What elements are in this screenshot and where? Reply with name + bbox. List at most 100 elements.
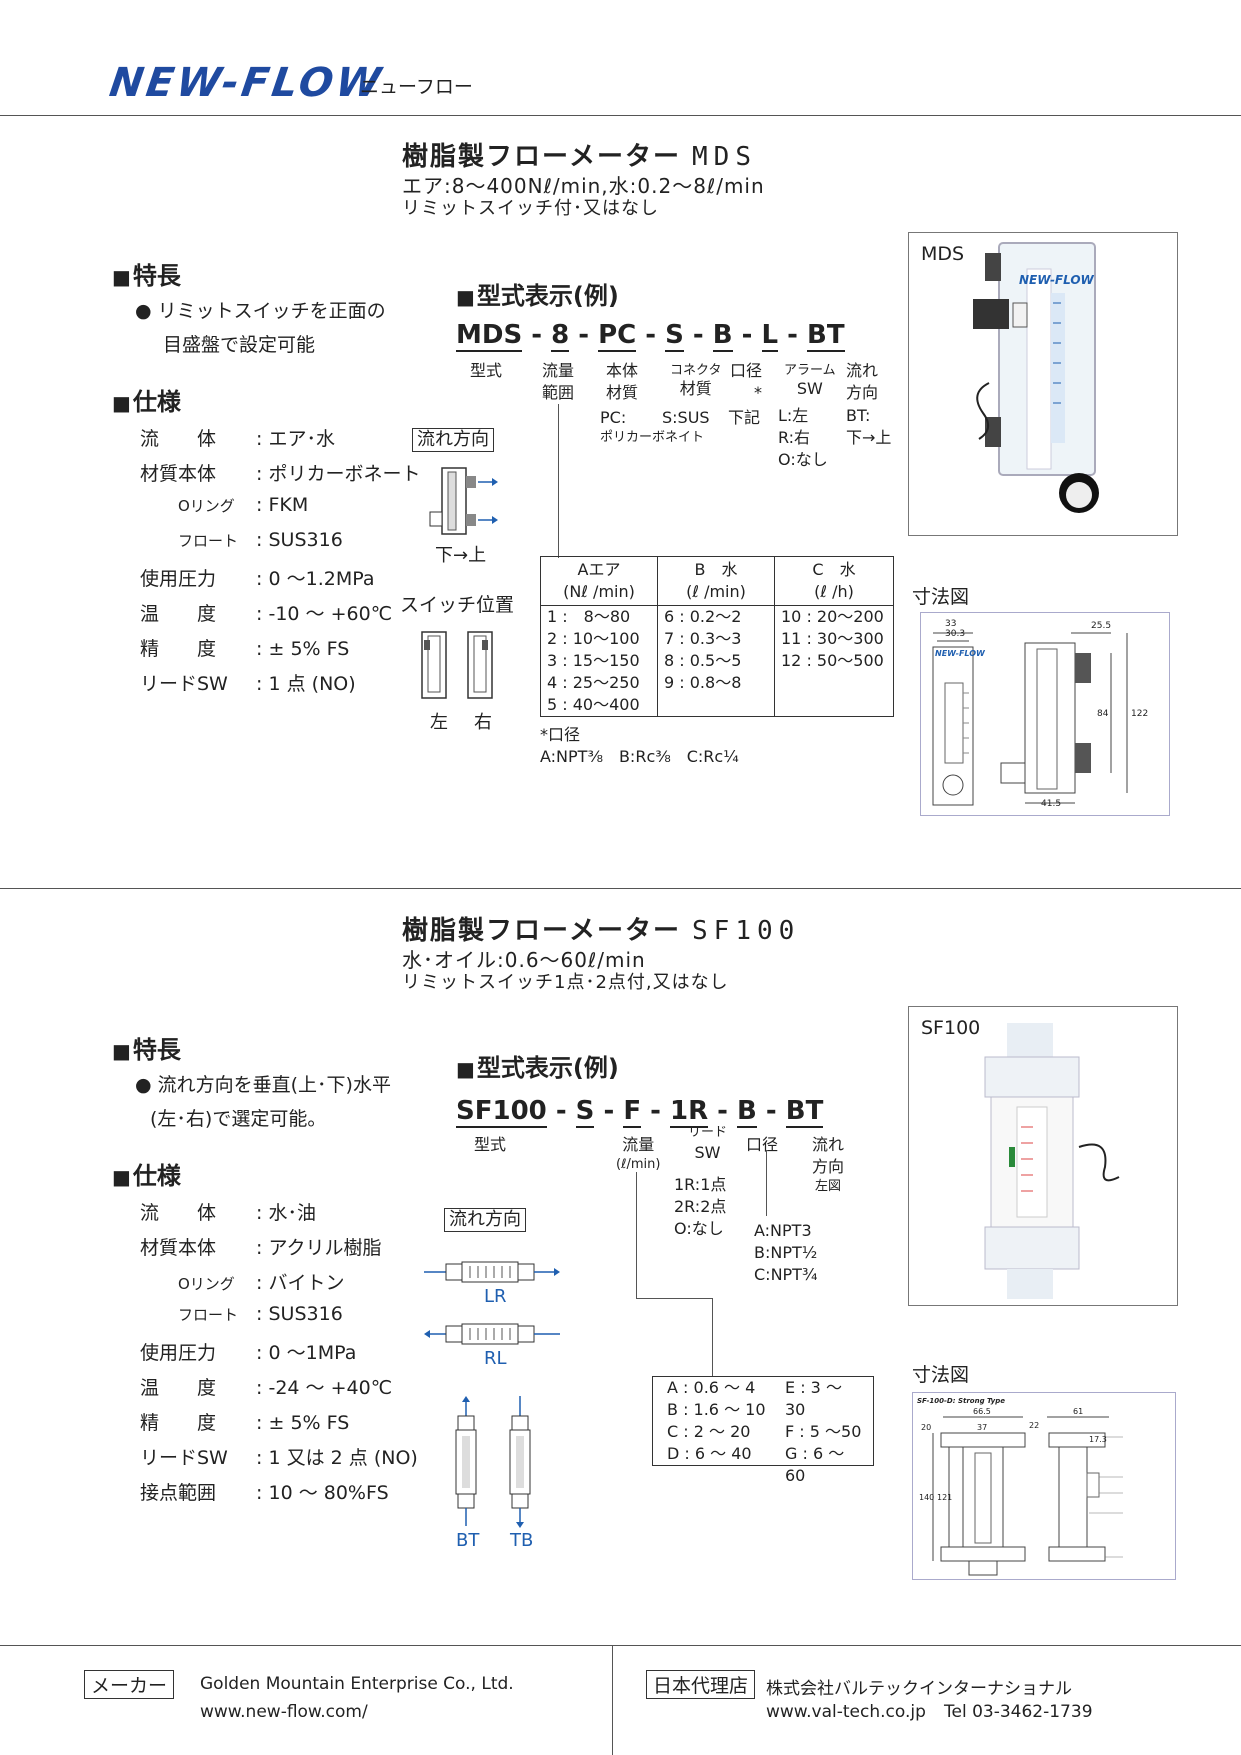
mds-range-table: Aエア(Nℓ /min) B 水(ℓ /min) C 水(ℓ /h) 1 : 8… [540, 556, 894, 717]
spec-row: 接点範囲 : 10 ～ 80%FS [140, 1478, 389, 1505]
mds-dim-122: 122 [1131, 709, 1149, 719]
range-cell: 1 : 8～80 [547, 607, 631, 626]
sf100-label-flow: 流量(ℓ/min) [616, 1135, 661, 1172]
footer-separator [612, 1645, 613, 1755]
maker-name: Golden Mountain Enterprise Co., Ltd. [200, 1674, 514, 1694]
spec-row: リードSW : 1 又は 2 点 (NO) [140, 1443, 418, 1470]
mds-feature-line2: 目盛盤で設定可能 [163, 334, 316, 356]
mds-label-connector: コネクタ材質 [670, 363, 722, 398]
sf100-range: 水･オイル:0.6～60ℓ/min [402, 948, 646, 972]
spec-label: Oリング [178, 497, 235, 515]
range-cell: G : 6 ～ 60 [785, 1444, 845, 1485]
range-cell: 2 : 10～100 [547, 629, 640, 648]
mds-flow-dir-caption: 下→上 [435, 545, 487, 566]
mds-dim-41: 41.5 [1041, 799, 1062, 809]
mds-feature-line1: ● リミットスイッチを正面の [135, 300, 386, 322]
spec-value: 10 ～ 80%FS [268, 1482, 389, 1504]
agent-url[interactable]: www.val-tech.co.jp [766, 1702, 926, 1722]
range-cell: E : 3 ～ 30 [785, 1378, 842, 1419]
agent-tel: Tel 03-3462-1739 [944, 1702, 1093, 1722]
spec-row: 流 体 : エア･水 [140, 424, 335, 451]
mds-title: 樹脂製フローメーター MDS [402, 142, 757, 172]
spec-row: 材質本体 : ポリカーボネート [140, 459, 421, 486]
range-cell: B : 1.6 ～ 10 [667, 1400, 766, 1419]
spec-separator: : [250, 1482, 269, 1504]
spec-label: 材質本体 [140, 1237, 217, 1259]
spec-row: リードSW : 1 点 (NO) [140, 669, 356, 696]
spec-value: 1 点 (NO) [268, 673, 356, 695]
sf100-flow-dir-label: 流れ方向 [444, 1208, 526, 1232]
spec-label: 精 度 [140, 638, 217, 660]
sf100-dim-61: 61 [1073, 1407, 1084, 1416]
sf100-dim-66: 66.5 [973, 1407, 991, 1416]
mds-spec-heading: 仕様 [112, 382, 181, 417]
brand-logo: NEW-FLOW [106, 60, 387, 106]
sf100-range-connector-v2 [712, 1298, 713, 1376]
mds-product-photo: MDS NEW-FLOW [908, 232, 1178, 536]
range-cell: 9 : 0.8～8 [664, 673, 742, 692]
range-cell: A : 0.6 ～ 4 [667, 1378, 756, 1397]
range-cell: 8 : 0.5～5 [664, 651, 742, 670]
spec-separator: : [250, 568, 269, 590]
mds-flow-dir-label: 流れ方向 [412, 428, 494, 452]
agent-label: 日本代理店 [646, 1670, 756, 1699]
range-cell: 12 : 50～500 [781, 651, 884, 670]
mds-switch-right: 右 [474, 712, 492, 733]
spec-separator: : [250, 1237, 269, 1259]
spec-value: ± 5% FS [268, 638, 350, 660]
spec-row: フロート : SUS316 [178, 1303, 343, 1325]
mds-photo-logo: NEW-FLOW [1019, 273, 1094, 287]
spec-separator: : [250, 1377, 269, 1399]
spec-value: 1 又は 2 点 (NO) [268, 1447, 418, 1469]
sf100-product-photo: SF100 [908, 1006, 1178, 1306]
range-cell: 7 : 0.3～3 [664, 629, 742, 648]
mds-flow-dir-illustration [429, 467, 498, 535]
spec-separator: : [250, 1303, 269, 1325]
mds-dim-logo: NEW-FLOW [935, 649, 985, 658]
spec-label: 温 度 [140, 603, 217, 625]
range-cell: 10 : 20～200 [781, 607, 884, 626]
spec-separator: : [250, 494, 269, 516]
sf100-dim-140: 140 [919, 1493, 935, 1502]
sf100-features-heading: 特長 [112, 1030, 181, 1065]
mds-opt-flow: BT:下→上 [846, 406, 892, 447]
mds-dim-30: 30.3 [945, 629, 966, 639]
spec-value: FKM [268, 494, 309, 516]
spec-value: バイトン [268, 1272, 345, 1294]
spec-label: 使用圧力 [140, 1342, 217, 1364]
spec-separator: : [250, 603, 269, 625]
spec-value: SUS316 [268, 529, 343, 551]
spec-separator: : [250, 1342, 269, 1364]
spec-row: 精 度 : ± 5% FS [140, 634, 349, 661]
mds-opt-pc: PC:ポリカーボネイト [600, 408, 705, 445]
spec-row: 使用圧力 : 0 ～1MPa [140, 1338, 356, 1365]
maker-url[interactable]: www.new-flow.com/ [200, 1702, 368, 1722]
sf100-label-port: 口径 [746, 1135, 779, 1154]
range-cell: 11 : 30～300 [781, 629, 884, 648]
spec-row: 温 度 : -10 ～ +60℃ [140, 599, 392, 626]
sf100-range-connector-h [636, 1298, 712, 1299]
sf100-dim-20: 20 [921, 1423, 932, 1432]
mds-model-heading: 型式表示(例) [456, 276, 619, 311]
sf100-dim-17: 17.3 [1089, 1435, 1107, 1444]
sf100-label-type: 型式 [474, 1135, 507, 1154]
sf100-flow-rl: RL [484, 1348, 507, 1369]
mds-model-code: MDS - 8 - PC - S - B - L - BT [456, 320, 845, 352]
spec-separator: : [250, 1202, 269, 1224]
sf100-title: 樹脂製フローメーター SF100 [402, 916, 801, 946]
spec-value: -10 ～ +60℃ [268, 603, 393, 625]
sf100-label-dir: 流れ方向左図 [812, 1135, 845, 1194]
spec-separator: : [250, 1447, 269, 1469]
spec-value: アクリル樹脂 [268, 1237, 382, 1259]
spec-value: ± 5% FS [268, 1412, 350, 1434]
brand-kana: ニューフロー [360, 76, 473, 98]
header-divider [0, 115, 1241, 116]
spec-value: ポリカーボネート [268, 463, 421, 485]
spec-separator: : [250, 673, 269, 695]
spec-row: Oリング : バイトン [178, 1268, 345, 1295]
sf100-feature-line2: (左･右)で選定可能。 [150, 1108, 327, 1130]
sf100-feature-line1: ● 流れ方向を垂直(上･下)水平 [135, 1074, 391, 1096]
range-cell: D : 6 ～ 40 [667, 1444, 752, 1463]
range-cell: F : 5 ～50 [785, 1422, 862, 1441]
